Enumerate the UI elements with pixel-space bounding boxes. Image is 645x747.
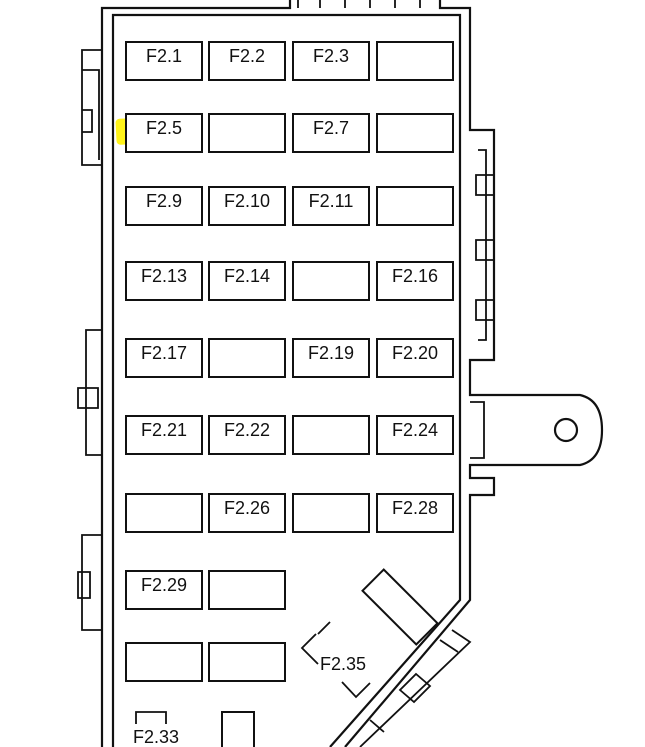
fuse-label: F2.19: [308, 343, 354, 363]
right-side-tabs: [475, 149, 495, 341]
fuse-slot: [292, 186, 370, 226]
fuse-slot: [376, 261, 454, 301]
fuse-slot: [208, 41, 286, 81]
diagonal-component: [361, 568, 439, 646]
fuse-slot: [208, 415, 286, 455]
fuse-label: F2.24: [392, 420, 438, 440]
fuse-label: F2.26: [224, 498, 270, 518]
fuse-label: F2.22: [224, 420, 270, 440]
fuse-label: F2.10: [224, 191, 270, 211]
fuse-label: F2.14: [224, 266, 270, 286]
fuse-slot: [125, 642, 203, 682]
fuse-label: F2.17: [141, 343, 187, 363]
fuse-label: F2.20: [392, 343, 438, 363]
fuse-slot: [208, 186, 286, 226]
panel-outer-outline: [100, 0, 604, 747]
fuse-slot: [125, 338, 203, 378]
fuse-label: F2.3: [313, 46, 349, 66]
fuse-slot: [208, 642, 286, 682]
fuse-slot: [292, 41, 370, 81]
fuse-f2-33-label: F2.33: [133, 727, 179, 747]
fuse-slot: [125, 41, 203, 81]
mounting-hole: [553, 417, 579, 443]
panel-inner-outline: [111, 13, 462, 747]
fuse-slot: [376, 338, 454, 378]
diagonal-connector: [359, 629, 472, 747]
left-side-tabs: [77, 49, 102, 631]
fuse-slot: [125, 415, 203, 455]
fuse-slot: [376, 186, 454, 226]
fuse-slot: [208, 261, 286, 301]
fuse-slot: [208, 493, 286, 533]
bottom-fuse-f2-33-bracket: [135, 711, 167, 724]
fuse-slot: [292, 493, 370, 533]
fuse-label: F2.7: [313, 118, 349, 138]
fuse-label: F2.9: [146, 191, 182, 211]
fuse-slot: [292, 113, 370, 153]
fuse-slot: [125, 493, 203, 533]
fuse-slot: [292, 261, 370, 301]
fuse-slot: [292, 338, 370, 378]
fuse-label: F2.13: [141, 266, 187, 286]
fuse-slot: [125, 570, 203, 610]
bottom-fuse-slot: [221, 711, 255, 747]
fuse-slot: [125, 186, 203, 226]
fuse-label: F2.11: [309, 191, 354, 211]
mounting-ear-inner: [470, 401, 485, 459]
fuse-label: F2.29: [141, 575, 187, 595]
top-connector: [297, 0, 421, 8]
fuse-slot: [376, 41, 454, 81]
fuse-slot: [125, 261, 203, 301]
fuse-slot: [376, 493, 454, 533]
fuse-label: F2.21: [141, 420, 187, 440]
relay-f2-35-outline: [300, 621, 371, 699]
fuse-slot: [208, 570, 286, 610]
fuse-slot: [376, 113, 454, 153]
fuse-label: F2.16: [392, 266, 438, 286]
fuse-label: F2.28: [392, 498, 438, 518]
fuse-slot: [376, 415, 454, 455]
fuse-label: F2.5: [146, 118, 182, 138]
relay-f2-35-label: F2.35: [320, 654, 366, 674]
fuse-slot: [125, 113, 203, 153]
fuse-slot: [292, 415, 370, 455]
fuse-slot: [208, 338, 286, 378]
fuse-label: F2.2: [229, 46, 265, 66]
fuse-label: F2.1: [146, 46, 182, 66]
fuse-slot: [208, 113, 286, 153]
